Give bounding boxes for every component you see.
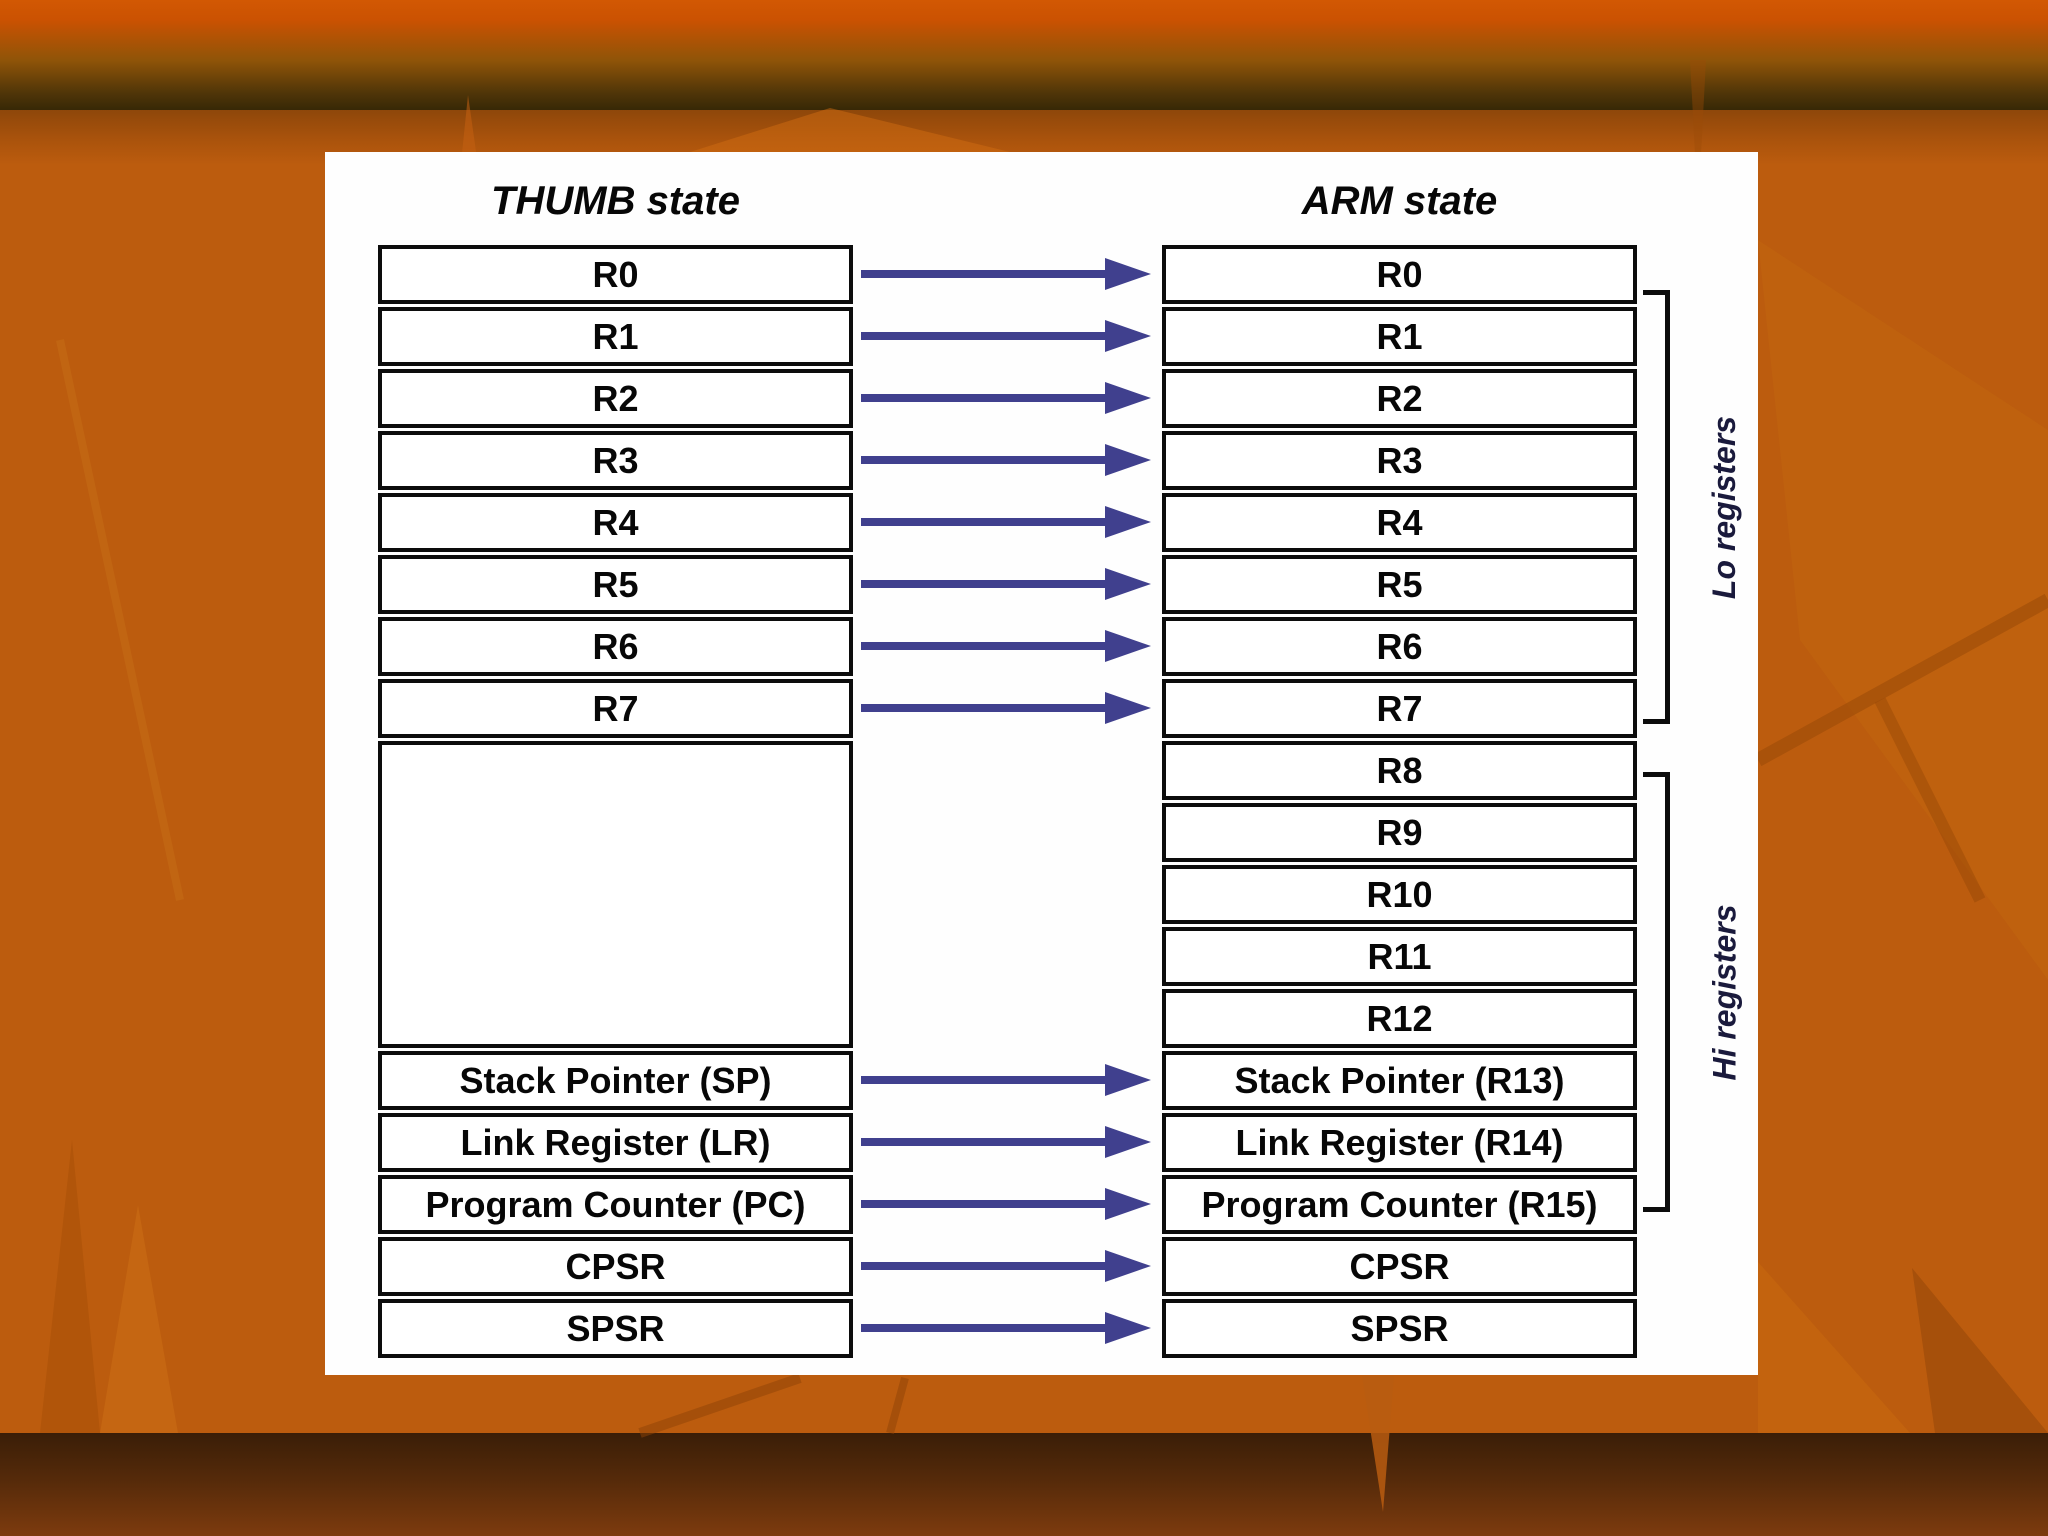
arrowhead-icon bbox=[1105, 382, 1151, 414]
bottom-gradient-band bbox=[0, 1433, 2048, 1536]
arrowhead-icon bbox=[1105, 1064, 1151, 1096]
arrowhead-icon bbox=[1105, 1188, 1151, 1220]
arm-row: Link Register (R14) bbox=[1162, 1113, 1637, 1172]
mapping-arrow bbox=[861, 1250, 1151, 1282]
thumb-row: SPSR bbox=[378, 1299, 853, 1358]
arm-row: R3 bbox=[1162, 431, 1637, 490]
mapping-arrow bbox=[861, 692, 1151, 724]
arm-row: R9 bbox=[1162, 803, 1637, 862]
arrowhead-icon bbox=[1105, 1250, 1151, 1282]
hi-registers-bracket bbox=[1643, 772, 1670, 1212]
arm-row: R2 bbox=[1162, 369, 1637, 428]
arm-row: R4 bbox=[1162, 493, 1637, 552]
thumb-register-column: R0 R1 R2 R3 R4 R5 R6 R7 Stack Pointer (S… bbox=[378, 245, 853, 1358]
thumb-row: R7 bbox=[378, 679, 853, 738]
thumb-row: R1 bbox=[378, 307, 853, 366]
arm-row: R1 bbox=[1162, 307, 1637, 366]
arm-row: R11 bbox=[1162, 927, 1637, 986]
diagram-panel: THUMB state ARM state R0 R1 R2 R3 R4 R5 … bbox=[325, 152, 1758, 1375]
thumb-row: Link Register (LR) bbox=[378, 1113, 853, 1172]
arrowhead-icon bbox=[1105, 320, 1151, 352]
arrowhead-icon bbox=[1105, 692, 1151, 724]
mapping-arrow bbox=[861, 1312, 1151, 1344]
thumb-row: R4 bbox=[378, 493, 853, 552]
arm-row: Stack Pointer (R13) bbox=[1162, 1051, 1637, 1110]
thumb-empty-cell bbox=[378, 741, 853, 1048]
arm-row: CPSR bbox=[1162, 1237, 1637, 1296]
mapping-arrow bbox=[861, 506, 1151, 538]
thumb-row: R5 bbox=[378, 555, 853, 614]
arrowhead-icon bbox=[1105, 506, 1151, 538]
thumb-row: Program Counter (PC) bbox=[378, 1175, 853, 1234]
arm-row: Program Counter (R15) bbox=[1162, 1175, 1637, 1234]
thumb-row: R3 bbox=[378, 431, 853, 490]
arm-register-column: R0 R1 R2 R3 R4 R5 R6 R7 R8 R9 R10 R11 R1… bbox=[1162, 245, 1637, 1358]
arm-row: R8 bbox=[1162, 741, 1637, 800]
thumb-state-heading: THUMB state bbox=[491, 179, 740, 223]
arrowhead-icon bbox=[1105, 568, 1151, 600]
hi-registers-label: Hi registers bbox=[1706, 903, 1743, 1081]
lo-registers-label: Lo registers bbox=[1706, 415, 1743, 599]
arrowhead-icon bbox=[1105, 1312, 1151, 1344]
thumb-row: R0 bbox=[378, 245, 853, 304]
thumb-row: CPSR bbox=[378, 1237, 853, 1296]
thumb-row: Stack Pointer (SP) bbox=[378, 1051, 853, 1110]
arm-row: R5 bbox=[1162, 555, 1637, 614]
mapping-arrow bbox=[861, 444, 1151, 476]
arm-row: SPSR bbox=[1162, 1299, 1637, 1358]
mapping-arrow bbox=[861, 382, 1151, 414]
mapping-arrow bbox=[861, 1064, 1151, 1096]
mapping-arrow bbox=[861, 320, 1151, 352]
arrowhead-icon bbox=[1105, 1126, 1151, 1158]
arm-row: R6 bbox=[1162, 617, 1637, 676]
mapping-arrow bbox=[861, 1188, 1151, 1220]
arrowhead-icon bbox=[1105, 630, 1151, 662]
mapping-arrow bbox=[861, 568, 1151, 600]
arm-row: R7 bbox=[1162, 679, 1637, 738]
thumb-row: R6 bbox=[378, 617, 853, 676]
arm-row: R12 bbox=[1162, 989, 1637, 1048]
arrowhead-icon bbox=[1105, 444, 1151, 476]
arm-row: R0 bbox=[1162, 245, 1637, 304]
lo-registers-bracket bbox=[1643, 290, 1670, 724]
mapping-arrow bbox=[861, 258, 1151, 290]
mapping-arrow bbox=[861, 630, 1151, 662]
thumb-row: R2 bbox=[378, 369, 853, 428]
arrowhead-icon bbox=[1105, 258, 1151, 290]
top-gradient-band bbox=[0, 0, 2048, 110]
arm-state-heading: ARM state bbox=[1301, 179, 1498, 223]
arm-row: R10 bbox=[1162, 865, 1637, 924]
mapping-arrow bbox=[861, 1126, 1151, 1158]
